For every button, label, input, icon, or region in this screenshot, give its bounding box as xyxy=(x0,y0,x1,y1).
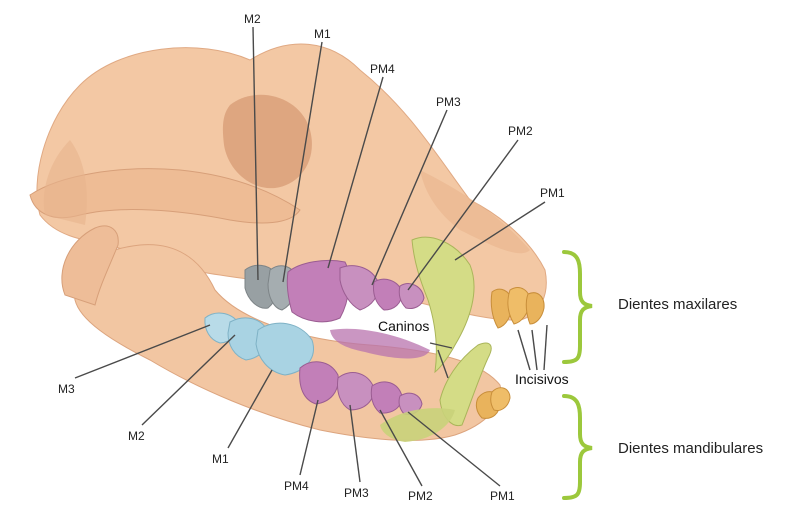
label-dientes-mandibulares: Dientes mandibulares xyxy=(618,440,763,457)
leader-incisivos-2 xyxy=(532,330,537,370)
maxilares-bracket xyxy=(564,252,592,362)
label-lower-pm1: PM1 xyxy=(490,489,515,503)
label-upper-pm1: PM1 xyxy=(540,186,565,200)
leader-incisivos-1 xyxy=(518,330,530,370)
label-upper-m1: M1 xyxy=(314,27,331,41)
leader-incisivos-3 xyxy=(544,325,547,370)
lower-incisor-2 xyxy=(491,388,510,411)
label-lower-m3: M3 xyxy=(58,382,75,396)
label-upper-pm2: PM2 xyxy=(508,124,533,138)
label-lower-m1: M1 xyxy=(212,452,229,466)
label-upper-pm3: PM3 xyxy=(436,95,461,109)
label-upper-pm4: PM4 xyxy=(370,62,395,76)
label-caninos: Caninos xyxy=(378,318,429,334)
label-incisivos: Incisivos xyxy=(515,371,569,387)
label-lower-pm3: PM3 xyxy=(344,486,369,500)
label-lower-pm4: PM4 xyxy=(284,479,309,493)
label-lower-m2: M2 xyxy=(128,429,145,443)
upper-incisor-3 xyxy=(526,293,544,324)
label-upper-m2: M2 xyxy=(244,12,261,26)
label-dientes-maxilares: Dientes maxilares xyxy=(618,296,737,313)
mandibulares-bracket xyxy=(564,396,592,498)
label-lower-pm2: PM2 xyxy=(408,489,433,503)
